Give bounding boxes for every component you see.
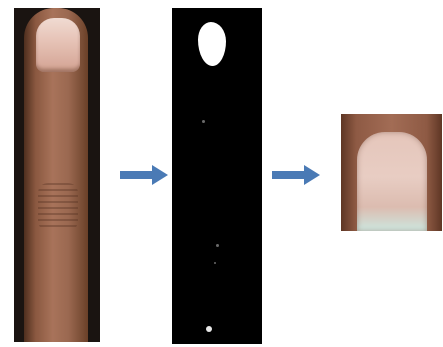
binary-mask: [172, 8, 262, 344]
fingernail: [357, 132, 427, 231]
mask-noise-dot: [206, 326, 212, 332]
cropped-nail: [341, 114, 442, 231]
right-arrow-icon: [120, 165, 168, 185]
mask-noise-dot: [202, 120, 205, 123]
fingernail: [36, 18, 80, 72]
nail-mask-region: [198, 22, 226, 66]
knuckle-creases: [38, 183, 78, 231]
mask-noise-dot: [216, 244, 219, 247]
right-arrow-icon: [272, 165, 320, 185]
finger-photo: [14, 8, 100, 342]
mask-noise-dot: [214, 262, 216, 264]
